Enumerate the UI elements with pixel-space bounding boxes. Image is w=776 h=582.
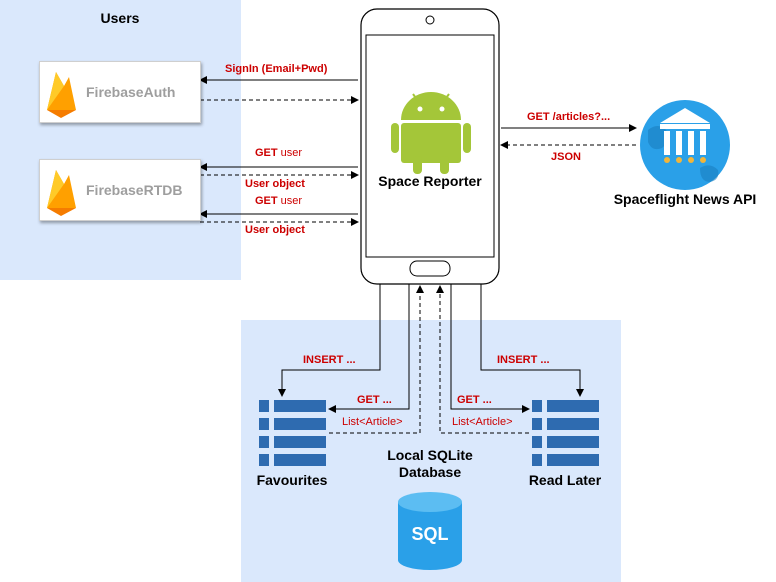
android-icon	[391, 92, 471, 174]
read-later-table-icon	[532, 400, 599, 466]
sql-database-icon: SQL	[398, 492, 462, 570]
sql-icon-text: SQL	[411, 524, 448, 544]
label-insert-favourites: INSERT ...	[303, 354, 356, 366]
label-get-user-2: GET user	[255, 195, 302, 207]
edge-list-read-later	[436, 285, 529, 434]
read-later-label: Read Later	[528, 472, 602, 488]
label-json: JSON	[551, 151, 581, 163]
api-building-icon	[640, 100, 730, 190]
database-title-line1: Local SQLite	[387, 447, 473, 463]
label-insert-read-later: INSERT ...	[497, 354, 550, 366]
edge-insert-favourites	[278, 284, 381, 397]
label-signin: SignIn (Email+Pwd)	[225, 63, 328, 75]
edge-get-favourites	[328, 284, 410, 413]
label-list-read-later: List<Article>	[452, 416, 513, 428]
edge-get-read-later	[450, 284, 530, 413]
favourites-table-icon	[259, 400, 326, 466]
label-get-user-1-method: GET	[255, 147, 278, 159]
favourites-label: Favourites	[256, 472, 328, 488]
app-name: Space Reporter	[378, 173, 482, 189]
edge-insert-read-later	[480, 284, 584, 397]
label-get-user-1: GET user	[255, 147, 302, 159]
label-user-object-1: User object	[245, 178, 305, 190]
label-get-user-2-path: user	[277, 195, 303, 207]
firebase-auth-label: FirebaseAuth	[86, 84, 176, 100]
label-user-object-2: User object	[245, 224, 305, 236]
edge-list-favourites	[329, 285, 424, 434]
label-get-user-2-method: GET	[255, 195, 278, 207]
api-name: Spaceflight News API	[613, 191, 757, 207]
label-get-read-later: GET ...	[457, 394, 492, 406]
firebase-rtdb-label: FirebaseRTDB	[86, 182, 183, 198]
users-zone	[0, 0, 241, 280]
database-title-line2: Database	[398, 464, 462, 480]
firebase-auth-card: FirebaseAuth	[39, 61, 201, 123]
users-zone-title: Users	[100, 10, 140, 26]
label-get-user-1-path: user	[277, 147, 303, 159]
label-list-favourites: List<Article>	[342, 416, 403, 428]
firebase-rtdb-card: FirebaseRTDB	[39, 159, 201, 221]
label-get-favourites: GET ...	[357, 394, 392, 406]
label-get-articles: GET /articles?...	[527, 111, 611, 123]
